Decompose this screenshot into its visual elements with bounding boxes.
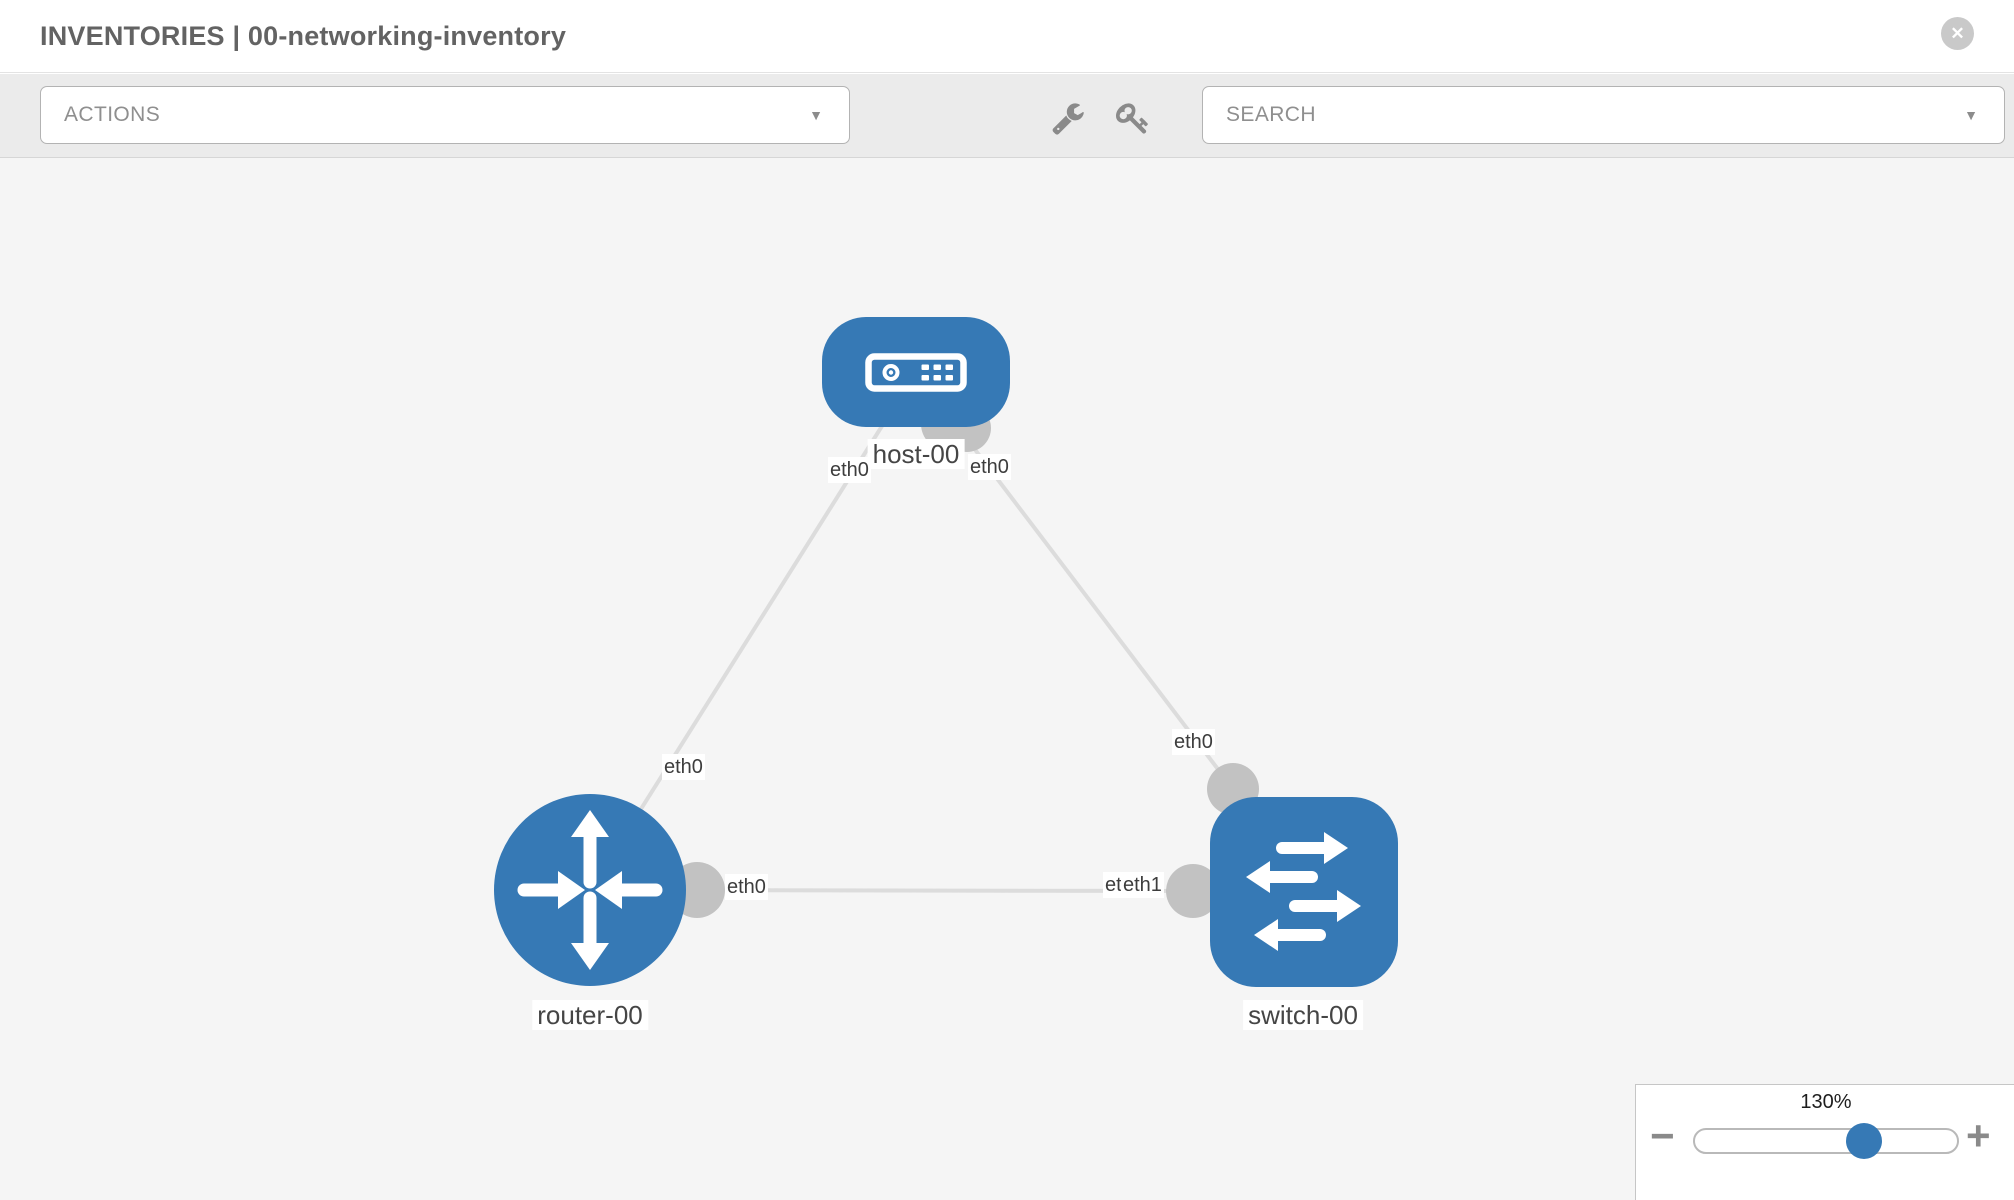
interface-label-router-right: eth0 — [725, 874, 768, 900]
close-icon[interactable]: ✕ — [1941, 17, 1974, 50]
actions-dropdown[interactable]: ACTIONS ▼ — [40, 86, 850, 144]
node-label-host: host-00 — [867, 439, 965, 469]
interface-label-host-left: eth0 — [828, 457, 871, 483]
chevron-down-icon: ▼ — [1964, 107, 1978, 123]
interface-label-host-right: eth0 — [968, 454, 1011, 480]
zoom-slider-handle[interactable] — [1846, 1123, 1882, 1159]
wrench-icon[interactable] — [1051, 101, 1085, 135]
node-label-switch: switch-00 — [1243, 1000, 1363, 1030]
actions-dropdown-label: ACTIONS — [64, 103, 161, 126]
search-placeholder: SEARCH — [1226, 103, 1316, 126]
node-switch[interactable] — [1210, 797, 1398, 987]
node-router[interactable] — [494, 794, 686, 986]
toolbar: ACTIONS ▼ SEARCH ▼ — [0, 74, 2014, 158]
chevron-down-icon: ▼ — [809, 107, 823, 123]
header: INVENTORIES | 00-networking-inventory ✕ — [0, 0, 2014, 73]
zoom-out-button[interactable]: − — [1650, 1112, 1675, 1159]
router-icon — [517, 810, 663, 970]
node-host[interactable] — [822, 317, 1010, 427]
topology-graph — [494, 317, 1398, 987]
interface-label-switch-top: eth0 — [1172, 729, 1215, 755]
port-switch-left[interactable] — [1166, 864, 1220, 918]
zoom-panel: 130% − + — [1635, 1084, 2014, 1200]
zoom-level-value: 130% — [1800, 1091, 1852, 1113]
zoom-slider[interactable] — [1693, 1123, 1959, 1159]
search-dropdown[interactable]: SEARCH ▼ — [1202, 86, 2005, 144]
zoom-in-button[interactable]: + — [1966, 1112, 1991, 1159]
host-icon — [865, 353, 967, 392]
page-title: INVENTORIES | 00-networking-inventory — [40, 21, 567, 51]
interface-label-switch-left-over: eth1 — [1121, 872, 1164, 898]
key-icon[interactable] — [1116, 101, 1150, 135]
topology-canvas[interactable]: host-00 router-00 switch-00 eth0 eth0 et… — [0, 158, 2014, 1200]
interface-label-router-top: eth0 — [662, 754, 705, 780]
node-label-router: router-00 — [532, 1000, 648, 1030]
switch-icon — [1246, 832, 1361, 951]
